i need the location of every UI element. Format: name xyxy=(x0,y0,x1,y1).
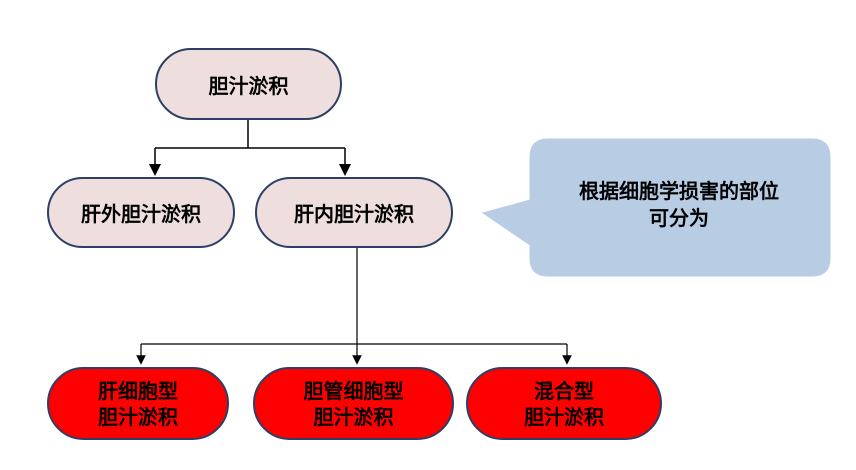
node-mixed-line-1: 混合型 xyxy=(534,378,594,403)
node-mixed-line-2: 胆汁淤积 xyxy=(524,404,604,429)
node-extrahepatic-label: 肝外胆汁淤积 xyxy=(81,202,201,226)
node-cholangiocellular-line-1: 胆管细胞型 xyxy=(303,378,404,403)
node-cholestasis: 胆汁淤积 xyxy=(155,48,342,120)
node-cholestasis-label: 胆汁淤积 xyxy=(208,73,289,98)
node-intrahepatic-cholestasis: 肝内胆汁淤积 xyxy=(255,177,453,248)
node-mixed-type: 混合型 胆汁淤积 xyxy=(466,367,662,440)
callout-line-2: 可分为 xyxy=(649,206,709,230)
node-extrahepatic-cholestasis: 肝外胆汁淤积 xyxy=(47,177,235,248)
node-cholangiocellular-line-2: 胆汁淤积 xyxy=(313,404,394,429)
callout-text: 根据细胞学损害的部位 可分为 xyxy=(532,178,826,232)
node-cholangiocellular-type: 胆管细胞型 胆汁淤积 xyxy=(253,367,454,440)
node-intrahepatic-label: 肝内胆汁淤积 xyxy=(294,202,414,226)
node-hepatocellular-type: 肝细胞型 胆汁淤积 xyxy=(47,367,229,440)
callout-line-1: 根据细胞学损害的部位 xyxy=(579,179,779,203)
node-hepatocellular-line-2: 胆汁淤积 xyxy=(98,404,178,429)
node-hepatocellular-line-1: 肝细胞型 xyxy=(98,378,178,403)
